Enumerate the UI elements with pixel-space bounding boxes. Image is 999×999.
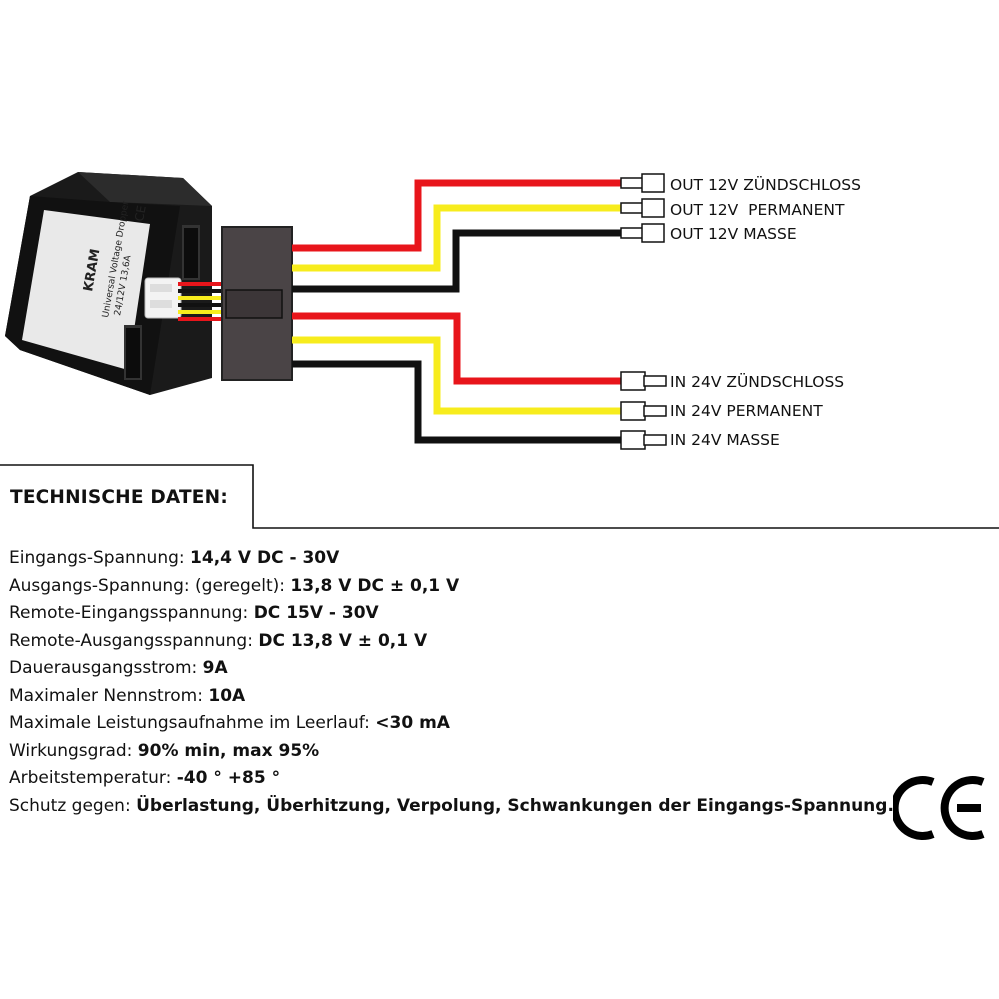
terminal-in-1 <box>620 371 667 391</box>
label-in-24v-zuendschloss: IN 24V ZÜNDSCHLOSS <box>670 372 844 391</box>
spec-value: DC 15V - 30V <box>253 603 379 623</box>
spec-label: Dauerausgangsstrom: <box>9 658 203 678</box>
spec-row: Arbeitstemperatur: -40 ° +85 ° <box>9 765 894 793</box>
spec-row: Dauerausgangsstrom: 9A <box>9 655 894 683</box>
spec-value: 10A <box>208 685 246 706</box>
wire-in-red <box>292 312 625 385</box>
voltage-dropper-device: KRAM Universal Voltage Dropper 24/12V 13… <box>5 172 222 395</box>
spec-row: Schutz gegen: Überlastung, Überhitzung, … <box>9 793 894 821</box>
spec-row: Maximale Leistungsaufnahme im Leerlauf: … <box>9 710 894 738</box>
spec-value: 14,4 V DC - 30V <box>190 548 340 568</box>
spec-value: Überlastung, Überhitzung, Verpolung, Sch… <box>136 795 894 816</box>
label-out-12v-masse: OUT 12V MASSE <box>670 225 797 243</box>
wiring-diagram: KRAM Universal Voltage Dropper 24/12V 13… <box>5 172 861 450</box>
spec-label: Ausgangs-Spannung: (geregelt): <box>9 575 291 596</box>
technical-data-title: TECHNISCHE DATEN: <box>10 487 228 508</box>
spec-value: 90% min, max 95% <box>137 740 320 761</box>
spec-row: Remote-Ausgangsspannung: DC 13,8 V ± 0,1… <box>9 628 894 656</box>
spec-row: Maximaler Nennstrom: 10A <box>9 683 894 711</box>
spec-label: Schutz gegen: <box>9 795 137 816</box>
spec-row: Remote-Eingangsspannung: DC 15V - 30V <box>9 600 894 628</box>
input-terminals <box>620 371 667 450</box>
output-terminals <box>620 173 665 243</box>
device-brand: KRAM <box>81 248 103 293</box>
spec-label: Arbeitstemperatur: <box>9 768 177 788</box>
connector-block <box>221 226 293 381</box>
wire-out-red <box>292 179 625 252</box>
spec-label: Remote-Eingangsspannung: <box>9 603 254 623</box>
spec-value: -40 ° +85 ° <box>176 768 281 788</box>
terminal-in-2 <box>620 401 667 421</box>
spec-label: Maximaler Nennstrom: <box>9 685 209 706</box>
wire-out-black <box>292 229 625 293</box>
output-wires <box>292 179 625 293</box>
spec-value: <30 mA <box>375 713 450 733</box>
terminal-out-3 <box>620 223 665 243</box>
label-in-24v-masse: IN 24V MASSE <box>670 431 780 449</box>
spec-row: Ausgangs-Spannung: (geregelt): 13,8 V DC… <box>9 573 894 601</box>
spec-label: Eingangs-Spannung: <box>9 548 191 568</box>
wire-out-yellow <box>292 204 625 272</box>
terminal-in-3 <box>620 430 667 450</box>
spec-value: 9A <box>202 658 228 678</box>
label-out-12v-zuendschloss: OUT 12V ZÜNDSCHLOSS <box>670 175 861 194</box>
label-out-12v-permanent: OUT 12V PERMANENT <box>670 201 845 219</box>
wire-in-black <box>292 360 625 444</box>
spec-value: DC 13,8 V ± 0,1 V <box>258 630 428 651</box>
spec-label: Maximale Leistungsaufnahme im Leerlauf: <box>9 713 376 733</box>
terminal-out-1 <box>620 173 665 193</box>
heading-frame <box>0 464 999 529</box>
device-ce-mark: CE <box>132 204 149 222</box>
terminal-out-2 <box>620 198 665 218</box>
wire-in-yellow <box>292 336 625 415</box>
ce-mark-icon <box>893 776 985 840</box>
spec-row: Eingangs-Spannung: 14,4 V DC - 30V <box>9 545 894 573</box>
spec-label: Wirkungsgrad: <box>9 740 138 761</box>
spec-row: Wirkungsgrad: 90% min, max 95% <box>9 738 894 766</box>
input-wires <box>292 312 625 444</box>
label-in-24v-permanent: IN 24V PERMANENT <box>670 402 823 420</box>
spec-label: Remote-Ausgangsspannung: <box>9 630 259 651</box>
spec-value: 13,8 V DC ± 0,1 V <box>290 575 460 596</box>
